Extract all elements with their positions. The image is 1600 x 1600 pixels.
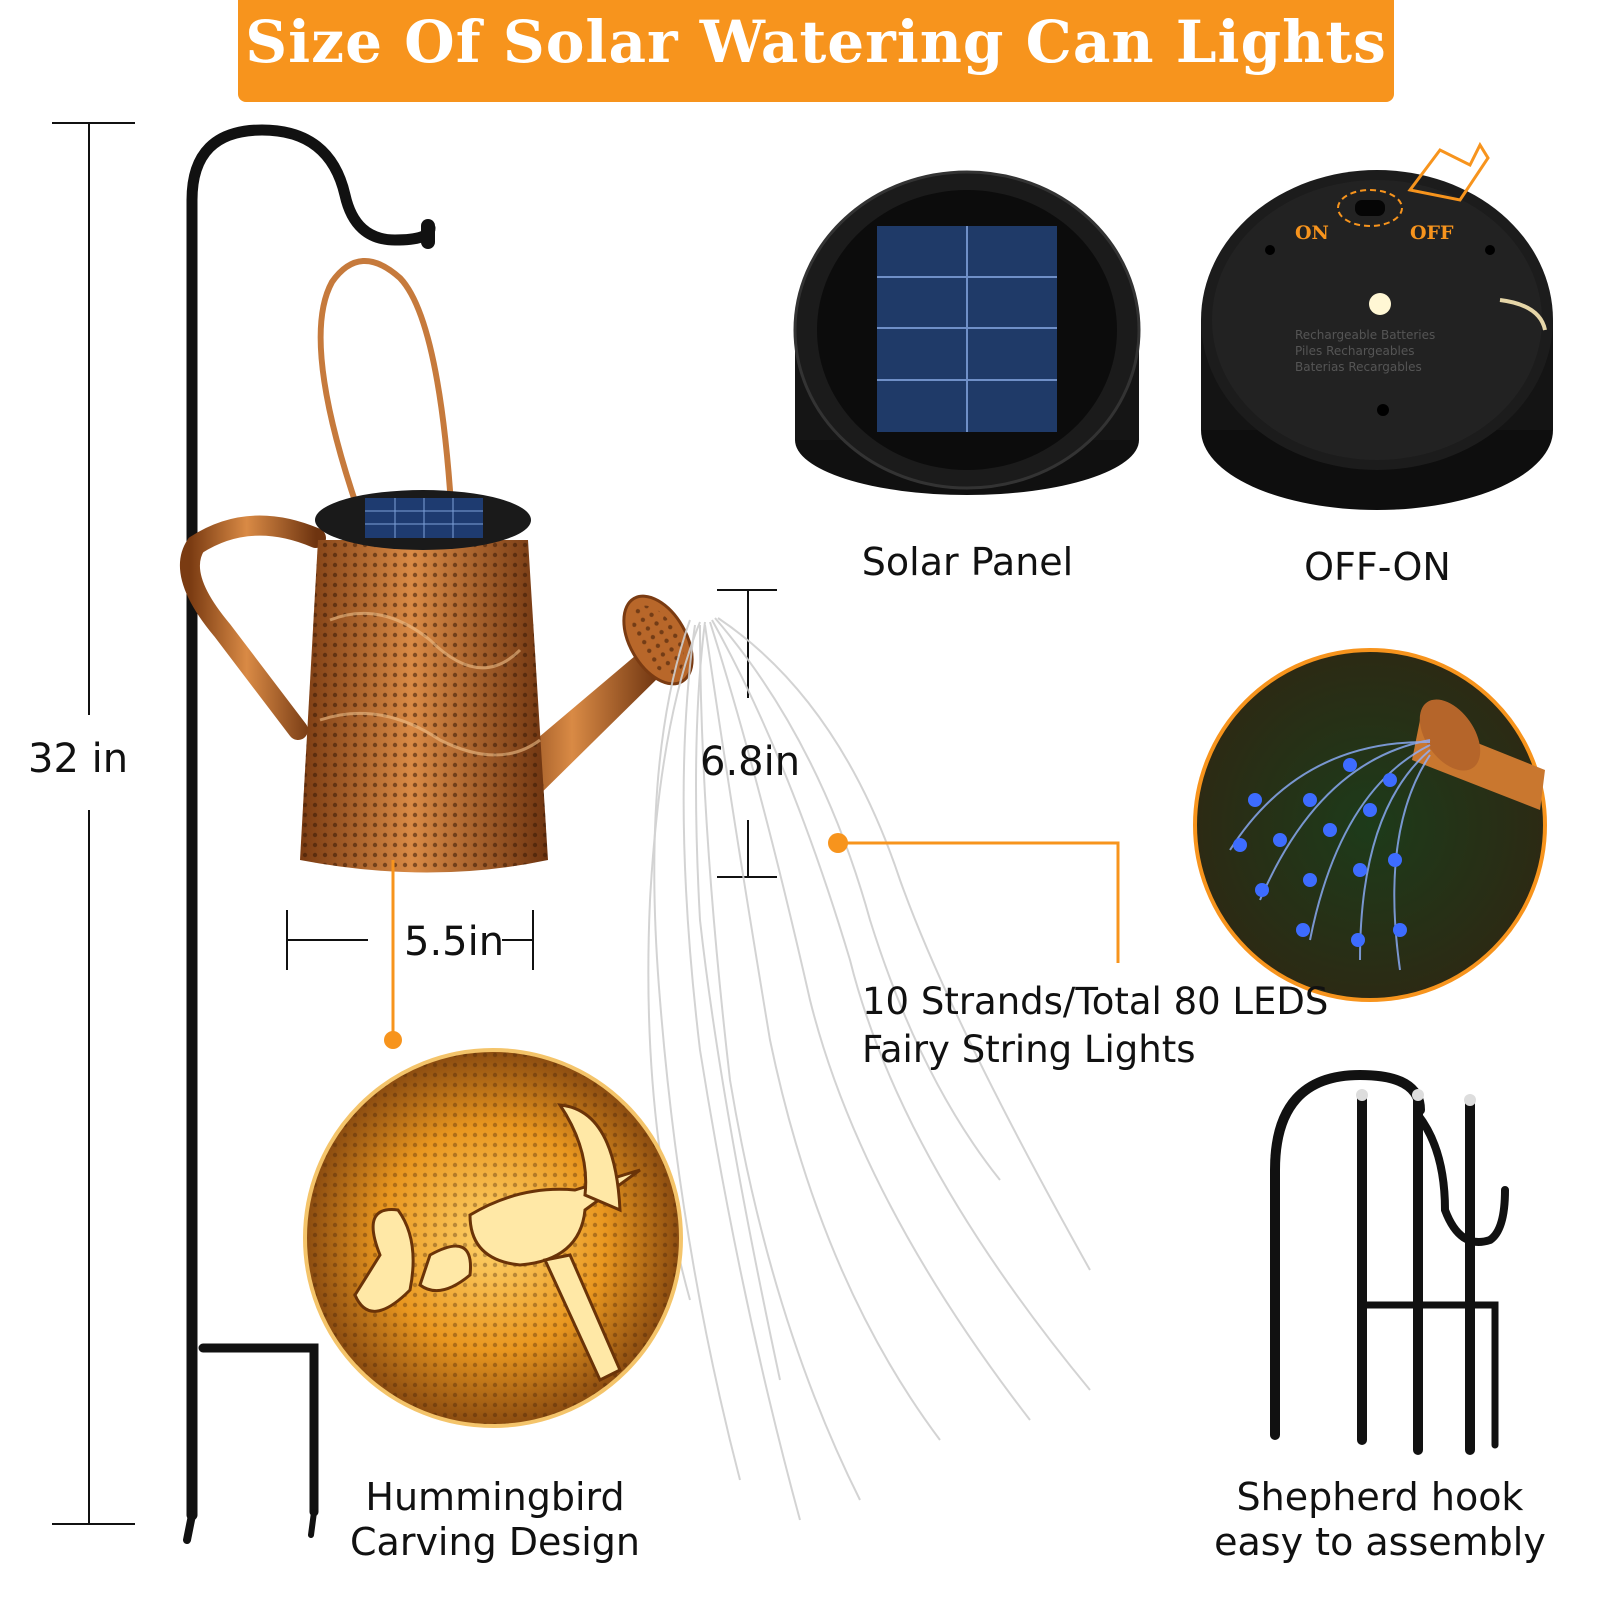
shepherd-hook <box>183 124 436 1544</box>
strands-label-line1: 10 Strands/Total 80 LEDS <box>862 980 1329 1023</box>
spout-dimension-line <box>717 589 777 878</box>
banner-title: Size Of Solar Watering Can Lights <box>245 8 1387 76</box>
battery-text-3: Baterias Recargables <box>1295 360 1422 374</box>
battery-text-1: Rechargeable Batteries <box>1295 328 1436 342</box>
hook-label-line1: Shepherd hook <box>1236 1475 1524 1519</box>
shepherd-hook-parts-image <box>1270 1069 1509 1455</box>
fairy-string-strands <box>647 617 1091 1521</box>
width-dimension-line <box>286 910 534 970</box>
carving-label-line1: Hummingbird <box>365 1475 625 1519</box>
watering-can <box>180 258 694 873</box>
callout-strands <box>828 833 1120 963</box>
switch-image <box>1201 141 1553 510</box>
battery-text-2: Piles Rechargeables <box>1295 344 1415 358</box>
switch-label: OFF-ON <box>1304 545 1451 589</box>
switch-off-label: OFF <box>1410 222 1454 244</box>
callout-carving <box>384 860 402 1049</box>
height-dimension-line <box>52 122 135 1525</box>
height-label: 32 in <box>28 736 129 782</box>
solar-panel-label: Solar Panel <box>861 540 1074 584</box>
hummingbird-carving-image <box>303 1048 683 1428</box>
hook-label-line2: easy to assembly <box>1214 1520 1546 1564</box>
spout-length-label: 6.8in <box>700 739 801 785</box>
switch-on-label: ON <box>1295 222 1329 244</box>
carving-label-line2: Carving Design <box>350 1520 640 1564</box>
solar-panel-image <box>793 170 1141 495</box>
width-label: 5.5in <box>404 919 505 965</box>
night-light-image <box>1193 648 1547 1002</box>
strands-label-line2: Fairy String Lights <box>862 1028 1196 1071</box>
hand-pointer-icon <box>1407 141 1490 202</box>
title-banner: Size Of Solar Watering Can Lights <box>238 0 1394 102</box>
